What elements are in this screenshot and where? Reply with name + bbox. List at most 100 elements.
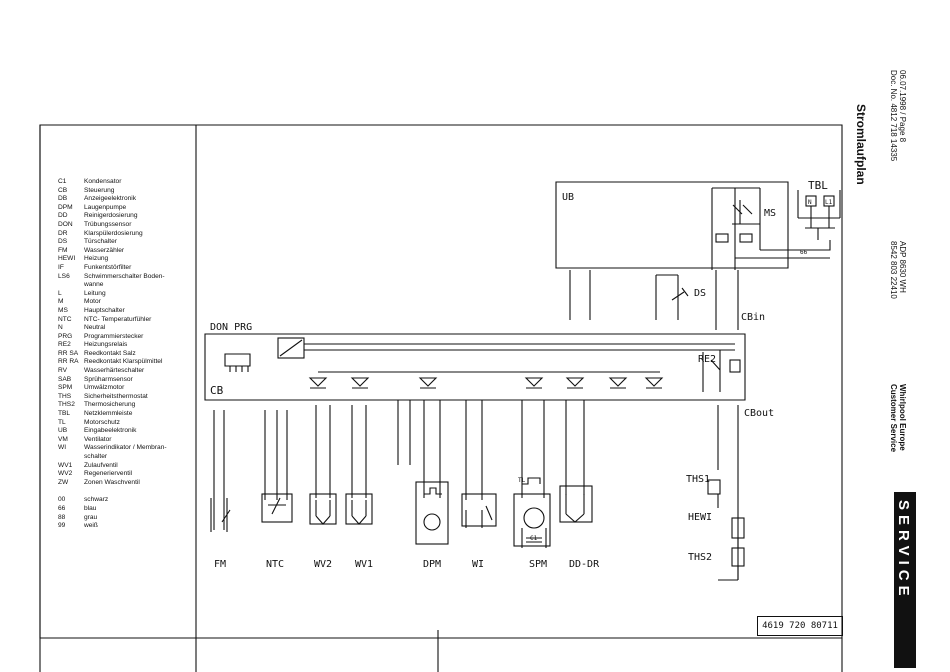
dpm-motor: [423, 513, 441, 531]
legend-abbr: 88: [58, 513, 66, 521]
legend-row: WI Wasserindikator / Membran-: [58, 444, 198, 453]
legend-row: C1 Kondensator: [58, 178, 198, 187]
legend-desc: Reedkontakt Klarspülmittel: [84, 358, 163, 366]
wire-spm: [521, 400, 545, 498]
legend-abbr: DD: [58, 212, 68, 220]
legend-desc: Leitung: [84, 289, 106, 297]
re2-relay: [702, 350, 721, 392]
legend-desc: Laugenpumpe: [84, 203, 127, 211]
cbout-loop: [717, 494, 739, 581]
dd-dr-box: [559, 485, 593, 523]
spm-tl: [522, 477, 541, 485]
legend-abbr: WV2: [58, 470, 73, 478]
legend-abbr: DPM: [58, 203, 73, 211]
wv2-box: [309, 493, 337, 525]
legend-desc: wanne: [84, 281, 104, 289]
wi-switch: [465, 505, 493, 528]
legend-desc: Heizung: [84, 255, 109, 263]
component-label: DD-DR: [569, 559, 600, 570]
legend-row: DD Reinigerdosierung: [58, 212, 198, 221]
legend-desc: Motor: [84, 298, 101, 306]
legend-desc: Programmierstecker: [84, 332, 144, 340]
legend-abbr: LS6: [58, 272, 70, 280]
filter-diagonal: [279, 339, 303, 357]
legend-abbr: MS: [58, 306, 68, 314]
legend-desc: Sprüharmsensor: [84, 375, 133, 383]
legend-abbr: DR: [58, 229, 68, 237]
legend-desc: Wasserindikator / Membran-: [84, 444, 167, 452]
legend-abbr: TBL: [58, 410, 71, 418]
legend-abbr: DON: [58, 220, 73, 228]
cb-supply-bus: [304, 343, 735, 351]
legend-abbr: C1: [58, 178, 67, 185]
legend-abbr: WI: [58, 444, 67, 452]
legend-desc: Zulaufventil: [84, 461, 118, 469]
legend-abbr: ZW: [58, 478, 69, 486]
label-cbout: CBout: [744, 408, 774, 419]
tbl-frame: [797, 190, 841, 219]
triac-wv2: [308, 377, 328, 389]
wv1-box: [345, 493, 373, 525]
legend-abbr: UB: [58, 427, 68, 435]
component-label: WV1: [355, 559, 373, 570]
label-tbl-wire: 66: [800, 249, 808, 256]
legend-abbr: CB: [58, 186, 68, 194]
legend-desc: Funkentstörfilter: [84, 263, 132, 271]
wire-dpm: [423, 400, 441, 498]
ms-terminal-1: [715, 233, 729, 243]
legend-desc: weiß: [84, 522, 98, 530]
color-code-row: 66 blau: [58, 505, 198, 514]
legend-desc: Schwimmerschalter Boden-: [84, 272, 165, 280]
dpm-box: [415, 481, 449, 545]
tbl-wiring: [805, 206, 835, 240]
wire-fm: [213, 410, 225, 530]
legend-abbr: DS: [58, 238, 68, 246]
legend-abbr: NTC: [58, 315, 72, 323]
legend-desc: Reinigerdosierung: [84, 212, 138, 220]
legend-abbr: VM: [58, 435, 68, 443]
label-cbin: CBin: [741, 312, 765, 323]
label-c1: C1: [530, 535, 538, 542]
triac-spm: [524, 377, 544, 389]
wire-wv1: [351, 405, 367, 498]
legend-abbr: SPM: [58, 384, 73, 392]
legend-abbr: PRG: [58, 332, 73, 340]
spm-box: [513, 493, 551, 547]
label-ms: MS: [764, 208, 776, 219]
don-prg-connector: [224, 353, 251, 367]
label-ths1: THS1: [686, 474, 710, 485]
legend-abbr: TL: [58, 418, 66, 426]
legend-row: PRG Programmierstecker: [58, 333, 198, 342]
legend-row: DPM Laugenpumpe: [58, 204, 198, 213]
legend-abbr: RR RA: [58, 358, 79, 366]
ntc-box: [261, 493, 293, 523]
label-tbl-n: N: [808, 199, 812, 206]
legend-abbr: 66: [58, 504, 66, 512]
legend-abbr: 00: [58, 496, 66, 504]
spm-capacitor: [521, 528, 547, 548]
legend-desc: Zonen Waschventil: [84, 478, 140, 486]
label-re2: RE2: [698, 354, 716, 365]
fm-contact: [210, 498, 231, 532]
legend-desc: Regenerierventil: [84, 470, 133, 478]
ms-wiring: [711, 187, 761, 270]
label-don-prg: DON PRG: [210, 322, 252, 333]
legend-row: RR RA Reedkontakt Klarspülmittel: [58, 358, 198, 367]
label-tbl: TBL: [808, 179, 828, 192]
legend-desc: Thermosicherung: [84, 401, 136, 409]
legend-desc: blau: [84, 504, 97, 512]
legend-desc: Kondensator: [84, 178, 122, 185]
legend-desc: Heizungsrelais: [84, 341, 128, 349]
